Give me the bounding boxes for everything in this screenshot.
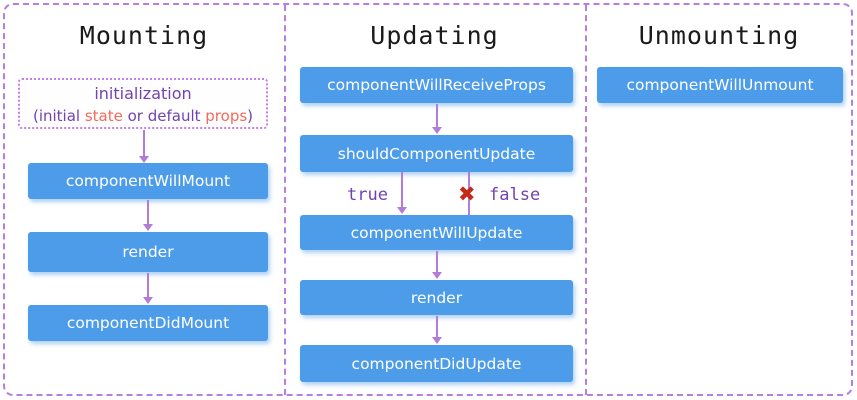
box-shouldComponentUpdate: shouldComponentUpdate [300,135,573,172]
box-componentDidMount: componentDidMount [28,305,268,341]
arrow-willmount-to-render [143,200,153,231]
arrow-receiveprops-to-shouldupdate [432,104,442,134]
init-seg-close: ) [247,107,254,125]
updating-column-title: Updating [370,21,499,50]
initialization-detail: (initial state or default props) [20,105,266,127]
init-seg-props: props [205,107,248,125]
box-updating-render: render [300,280,573,315]
unmounting-column-title: Unmounting [638,21,800,50]
column-divider-1 [284,5,286,395]
box-componentWillUnmount: componentWillUnmount [597,67,843,103]
arrow-branch-true [397,172,407,214]
diagram-outer-dashed-border [3,3,853,396]
init-seg-or-default: or default [122,107,206,125]
init-seg-open: (initial [32,107,85,125]
box-componentWillReceiveProps: componentWillReceiveProps [300,67,573,103]
box-componentWillUpdate: componentWillUpdate [300,215,573,250]
box-componentDidUpdate: componentDidUpdate [300,345,573,382]
init-seg-state: state [84,107,123,125]
initialization-box: initialization (initial state or default… [18,78,268,129]
arrow-render-to-didmount [143,273,153,304]
false-x-icon: ✖ [458,182,476,206]
line-branch-false [468,172,470,215]
branch-false-label: false [489,185,541,205]
column-divider-2 [585,5,587,395]
branch-true-label: true [347,185,388,205]
mounting-column-title: Mounting [79,21,209,50]
arrow-init-to-willmount [139,130,149,163]
box-componentWillMount: componentWillMount [28,163,268,199]
arrow-render-to-didupdate [432,316,442,344]
initialization-label: initialization [94,84,192,103]
arrow-willupdate-to-render [432,251,442,279]
box-mounting-render: render [28,232,268,272]
